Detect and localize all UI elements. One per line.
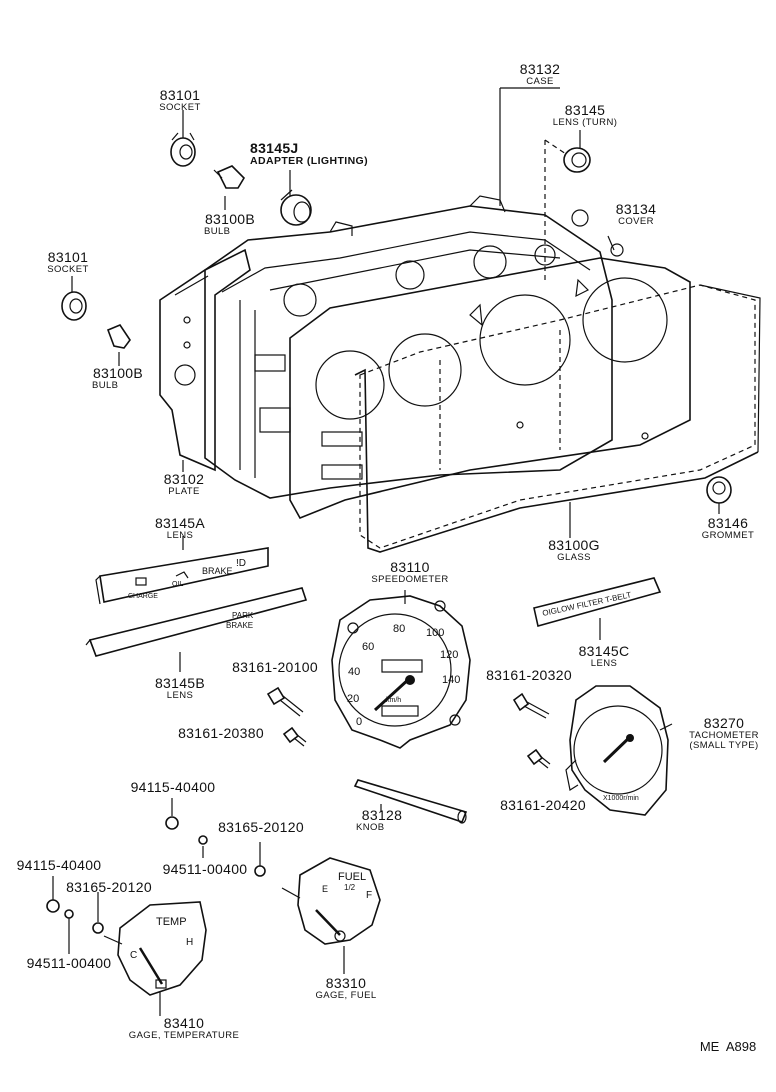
socket-lower xyxy=(61,291,87,321)
washer-94511-lower xyxy=(64,909,74,919)
label-83165-20120-lower: 83165-20120 xyxy=(66,879,152,895)
cover xyxy=(289,209,691,520)
lens-a-charge-text: CHARGE xyxy=(128,593,158,600)
glass xyxy=(354,284,761,553)
adapter-lighting xyxy=(280,189,312,226)
speedo-40: 40 xyxy=(348,666,360,678)
label-94511-00400-upper: 94511-00400 xyxy=(162,861,248,877)
fuel-title: FUEL xyxy=(338,871,366,883)
speedo-120: 120 xyxy=(440,649,458,661)
temp-gauge: TEMP C H xyxy=(103,901,207,996)
label-94511-00400-lower: 94511-00400 xyxy=(26,955,112,971)
washer-94511-upper xyxy=(198,835,208,845)
plate xyxy=(159,248,251,472)
label-94115-40400-upper: 94115-40400 xyxy=(130,779,216,795)
label-83161-20380: 83161-20380 xyxy=(178,725,264,741)
speedo-140: 140 xyxy=(442,674,460,686)
bulb-lower xyxy=(106,324,131,349)
lens-b-line2: BRAKE xyxy=(226,621,253,630)
speedo-100: 100 xyxy=(426,627,444,639)
washer-83165-lower xyxy=(92,922,104,934)
fuel-gauge: FUEL E 1/2 F xyxy=(281,857,381,945)
speedo-20: 20 xyxy=(347,693,359,705)
screw-83161-20420 xyxy=(526,748,551,769)
nut-94115-lower xyxy=(46,899,60,913)
screw-83161-20100 xyxy=(266,686,304,717)
tach-unit: X1000r/min xyxy=(603,795,639,802)
lens-a-oil-text: OIL xyxy=(172,581,183,588)
fuel-empty: E xyxy=(322,884,328,894)
temp-hot: H xyxy=(186,937,193,948)
speedo-60: 60 xyxy=(362,641,374,653)
lens-a-brake-text: BRAKE xyxy=(202,566,233,576)
lens-a: CHARGE OIL BRAKE !D xyxy=(95,547,269,605)
lens-c: OIGLOW FILTER T-BELT xyxy=(533,577,662,627)
bulb-upper xyxy=(213,165,246,189)
fuel-full: F xyxy=(366,890,372,901)
lens-b-line1: PARK xyxy=(232,611,254,620)
nut-94115-upper xyxy=(165,816,179,830)
label-94115-40400-lower: 94115-40400 xyxy=(16,857,102,873)
lens-a-indicator-text: !D xyxy=(236,558,246,569)
temp-cold: C xyxy=(130,950,137,961)
grommet xyxy=(706,476,732,504)
fuel-half: 1/2 xyxy=(344,883,356,892)
lens-b: PARK BRAKE xyxy=(85,587,308,657)
label-83161-20320: 83161-20320 xyxy=(486,667,572,683)
screw-83161-20380 xyxy=(282,726,307,747)
speedo-0: 0 xyxy=(356,716,362,728)
speedo-unit: km/h xyxy=(386,697,401,704)
speedo-80: 80 xyxy=(393,623,405,635)
case-housing xyxy=(204,195,613,499)
lens-turn xyxy=(563,147,591,173)
label-83165-20120-upper: 83165-20120 xyxy=(218,819,304,835)
diagram-code: ME A898 xyxy=(699,1039,757,1054)
tachometer: X1000r/min xyxy=(565,685,669,816)
temp-title: TEMP xyxy=(156,916,187,928)
label-83161-20420: 83161-20420 xyxy=(500,797,586,813)
speedometer: 0 20 40 60 80 100 120 140 km/h xyxy=(331,595,471,749)
knob xyxy=(353,779,468,824)
label-83161-20100: 83161-20100 xyxy=(232,659,318,675)
screw-83161-20320 xyxy=(512,692,550,719)
